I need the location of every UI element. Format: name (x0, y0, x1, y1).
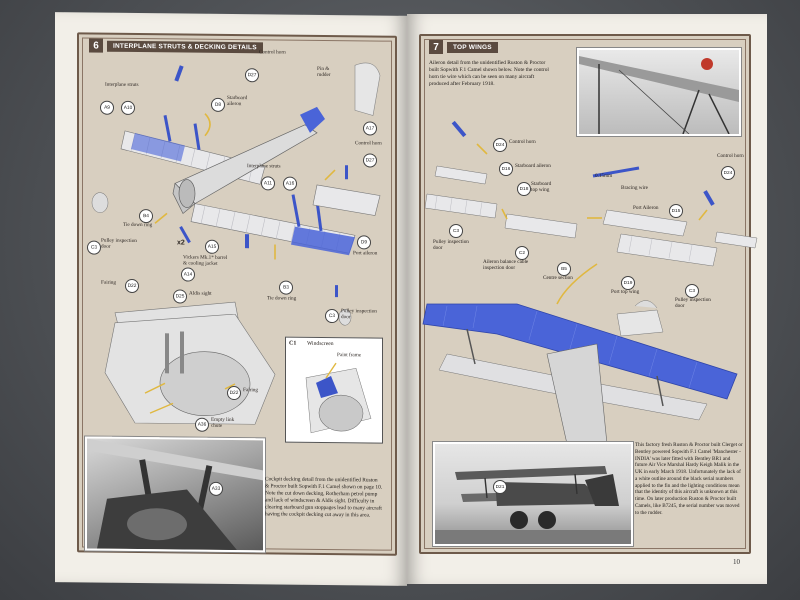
label-pin-rudder: Pin & rudder (317, 65, 331, 79)
label-fairing-a: Fairing (101, 279, 116, 286)
part-c3: C3 (87, 240, 101, 255)
section-title: TOP WINGS (447, 41, 498, 53)
part-b5: B5 (557, 262, 571, 276)
label-interplane-struts: Interplane struts (105, 81, 139, 89)
part-d27-right: D27 (363, 153, 377, 168)
part-a16: A16 (283, 176, 297, 191)
assembled-top-wing (422, 300, 738, 445)
part-c2: C2 (515, 246, 529, 260)
label-starboard-aileron: Starboard aileron (227, 94, 248, 108)
fuselage (172, 106, 325, 215)
part-d22: D22 (125, 278, 139, 294)
label-x2: x2 (177, 239, 185, 247)
label-control-horn-b: Control horn (717, 153, 744, 159)
label-vickers-barrel: Vickers Mk.1* barrel & cooling jacket (183, 254, 228, 267)
rudder-part (354, 62, 381, 116)
windscreen-drawing (305, 362, 372, 434)
part-d22-b: D22 (227, 385, 241, 401)
label-port-top-wing: Port top wing (611, 289, 640, 295)
part-a15: A15 (205, 239, 219, 254)
part-d18: D18 (517, 182, 531, 196)
aileron-parts (424, 165, 758, 267)
label-aldis-sight: Aldis sight (189, 290, 212, 297)
part-d24: D24 (493, 138, 507, 152)
cockpit-decking-description: Cockpit decking detail from the unidenti… (265, 476, 383, 519)
label-centre-section: Centre section (543, 275, 573, 281)
part-c3: C3 (449, 224, 463, 238)
label-port-aileron: Port Aileron (633, 205, 659, 211)
label-tie-down-ring-a: Tie down ring (123, 221, 153, 229)
part-d19: D19 (621, 276, 635, 290)
label-pulley-inspection-door-b: Pulley inspection door (341, 308, 377, 321)
label-pulley-inspection-door-a: Pulley inspection door (101, 237, 137, 250)
part-a9: A9 (100, 100, 114, 115)
part-a14: A14 (181, 267, 195, 282)
top-wing-assembly-illustration (422, 120, 758, 445)
part-b4: B4 (139, 209, 153, 224)
port-aileron-part (312, 184, 381, 216)
part-d25: D25 (173, 289, 187, 304)
label-empty-link-chute: Empty link chute (211, 416, 235, 429)
left-page: 6 INTERPLANE STRUTS & DECKING DETAILS (55, 12, 407, 586)
label-tie-down-ring-b: Tie down ring (267, 295, 297, 302)
camel-photo: D21 (433, 442, 633, 546)
windscreen-inset (285, 336, 383, 444)
page-number: 10 (733, 558, 740, 566)
label-control-horn-a: Control horn (509, 139, 536, 145)
part-d8: D8 (211, 97, 225, 112)
part-d15: D15 (669, 204, 683, 218)
label-control-horn: Control horn (259, 49, 286, 56)
label-pulley-inspection-door-a: Pulley inspection door (433, 239, 469, 251)
aileron-photo (577, 48, 741, 136)
part-d16: D16 (499, 162, 513, 176)
part-c3-b: C3 (685, 284, 699, 298)
part-a17: A17 (363, 121, 377, 136)
part-a11: A11 (261, 176, 275, 191)
aileron-intro-text: Aileron detail from the unidentified Rus… (429, 60, 549, 88)
label-aileron-cable-door: Aileron balance cable inspection door (483, 259, 529, 271)
part-a36: A36 (195, 417, 209, 432)
label-control-horn-right: Control horn (355, 140, 382, 147)
label-wire-size: 0.15mm (595, 173, 613, 179)
label-port-aileron: Port aileron (353, 250, 378, 257)
label-starboard-aileron: Starboard aileron (515, 163, 551, 169)
section-number: 6 (89, 38, 103, 53)
part-d24-b: D24 (721, 166, 735, 180)
label-interplane-struts-b: Interplane struts (247, 163, 281, 170)
part-a10: A10 (121, 100, 135, 115)
label-bracing-wire: Bracing wire (621, 185, 648, 191)
part-b3: B3 (279, 280, 293, 295)
label-paint-frame: Paint frame (337, 352, 362, 359)
label-pulley-inspection-door-b: Pulley inspection door (675, 297, 711, 309)
label-starboard-top-wing: Starboard top wing (531, 181, 552, 193)
part-d21: D21 (493, 480, 507, 494)
camel-photo-caption: This factory fresh Ruston & Proctor buil… (635, 442, 743, 516)
right-page: 7 TOP WINGS Aileron detail from the unid… (407, 14, 767, 584)
part-a33: A33 (209, 481, 223, 496)
section-number: 7 (429, 40, 443, 54)
part-c3-b: C3 (325, 308, 339, 324)
open-booklet: 6 INTERPLANE STRUTS & DECKING DETAILS (55, 12, 767, 592)
part-d27: D27 (245, 68, 259, 83)
label-c1: C1 (289, 340, 297, 347)
section-title: INTERPLANE STRUTS & DECKING DETAILS (107, 40, 263, 53)
section-7-header: 7 TOP WINGS (429, 40, 498, 54)
part-d9: D9 (357, 235, 371, 250)
cockpit-photo: A33 (85, 436, 265, 553)
label-windscreen: Windscreen (307, 340, 334, 348)
assembly-arrows (476, 143, 708, 305)
label-fairing-b: Fairing (243, 387, 258, 394)
